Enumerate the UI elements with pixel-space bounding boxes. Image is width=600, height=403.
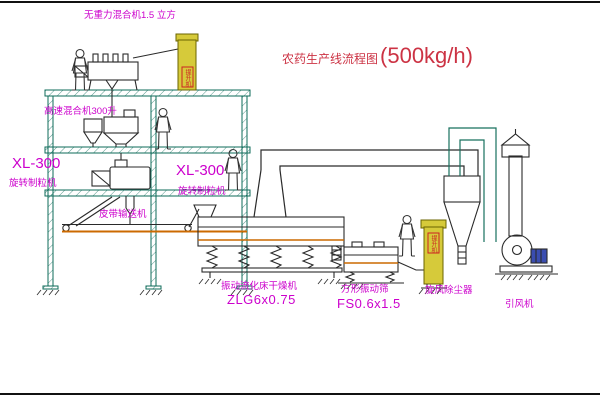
drawing-title-text: 农药生产线流程图 [282,52,379,66]
rotary-granulator [67,153,151,227]
label-fluid-bed-dryer: 振动流化床干燥机 [221,281,298,292]
label-xl300-left: XL-300 [12,155,61,172]
label-xl300-center: XL-300 [176,162,225,179]
label-vibrating-screen: 方形振动筛 [341,284,389,295]
sheet-border [0,1,600,395]
label-high-speed-mixer: 高速混合机300升 [44,106,117,117]
gravity-free-mixer [74,48,179,117]
ground-hatch [317,278,341,285]
building-structure [42,89,253,290]
label-granulator-left: 旋转制粒机 [9,178,57,189]
fan-motor [530,248,548,264]
drawing-title-capacity: (500kg/h) [380,43,473,68]
bucket-elevator-top [175,33,199,91]
operator-figure [154,107,172,150]
ground-hatch [527,274,551,281]
label-elevator-top: 提升机 [184,69,190,87]
label-vibrating-screen-model: FS0.6x1.5 [337,296,401,311]
label-gravity-mixer: 无重力混合机1.5 立方 [84,10,176,21]
induced-draft-fan [495,129,558,275]
bucket-elevator-right [420,219,447,289]
fan-suction-pipe [448,127,497,242]
exhaust-duct [253,149,479,218]
label-fluid-bed-dryer-model: ZLG6x0.75 [227,292,296,307]
vibrating-screen [338,241,424,284]
cyclone-separator [443,175,481,265]
operator-figure [224,148,242,191]
label-fan: 引风机 [505,299,534,310]
belt-conveyor [62,208,247,233]
label-granulator-center: 旋转制粒机 [178,186,226,197]
drawing-title: 农药生产线流程图 (500kg/h) [282,43,473,69]
ground-hatch [36,289,60,296]
label-elevator-right: 提升机 [430,235,436,253]
ground-hatch [139,289,163,296]
ground-hatch [198,278,222,285]
operator-figure [398,214,416,257]
label-cyclone: 旋风除尘器 [425,285,473,296]
fluid-bed-dryer [193,204,345,278]
ground-hatch [500,274,524,281]
high-speed-mixer [82,109,140,147]
label-belt-conveyor: 皮带输送机 [99,209,147,220]
